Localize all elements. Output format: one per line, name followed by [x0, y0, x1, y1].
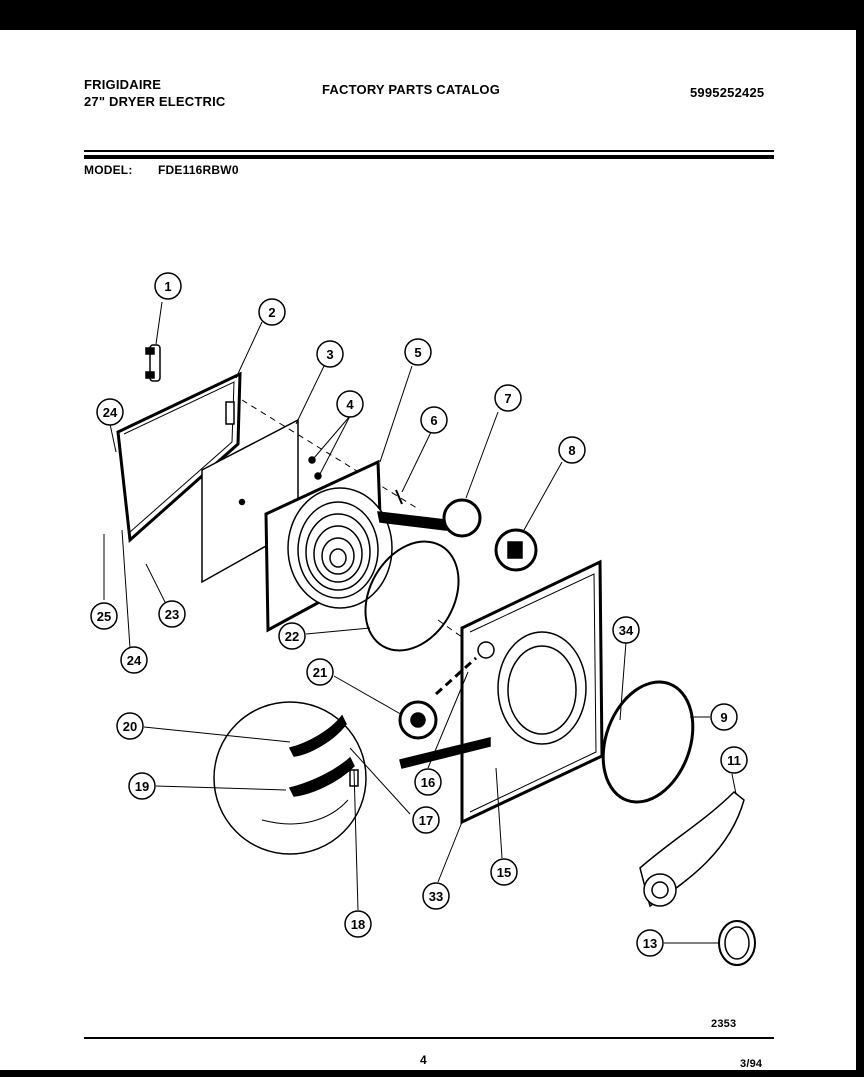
- svg-text:11: 11: [727, 753, 741, 768]
- svg-text:1: 1: [164, 279, 171, 294]
- date-label: 3/94: [740, 1058, 763, 1070]
- part-33-front-panel: [460, 559, 604, 825]
- svg-text:23: 23: [165, 607, 179, 622]
- callout-33: 33: [422, 882, 450, 910]
- svg-text:19: 19: [135, 779, 149, 794]
- part-7-clip-circle: [442, 498, 482, 538]
- part-2-door-panel: [116, 371, 242, 544]
- part-9-front-ring: [601, 680, 695, 804]
- svg-text:34: 34: [619, 623, 634, 638]
- svg-text:8: 8: [568, 443, 575, 458]
- callout-15: 15: [490, 858, 518, 886]
- right-border: [856, 0, 864, 1077]
- part-4-screw-a: [308, 456, 316, 464]
- svg-text:2: 2: [268, 305, 275, 320]
- svg-text:7: 7: [504, 391, 511, 406]
- callout-22: 22: [278, 622, 306, 650]
- callout-1: 1: [154, 272, 182, 300]
- callout-8: 8: [558, 436, 586, 464]
- svg-text:4: 4: [346, 397, 354, 412]
- page-number: 4: [420, 1053, 427, 1067]
- drawing-number: 2353: [711, 1018, 737, 1030]
- callout-25: 25: [90, 602, 118, 630]
- callout-16: 16: [414, 768, 442, 796]
- part-5-door-shell: [264, 459, 393, 633]
- top-border: [0, 0, 864, 30]
- callout-20: 20: [116, 712, 144, 740]
- callout-21: 21: [306, 658, 334, 686]
- detail-inset: [213, 701, 367, 855]
- brand-label: FRIGIDAIRE: [84, 77, 162, 92]
- footer-rule: [84, 1037, 774, 1039]
- model-value: FDE116RBW0: [158, 163, 239, 177]
- callout-34: 34: [612, 616, 640, 644]
- callout-2: 2: [258, 298, 286, 326]
- part-11-duct: [639, 790, 745, 908]
- svg-text:21: 21: [313, 665, 327, 680]
- bottom-border: [0, 1070, 864, 1077]
- callout-7: 7: [494, 384, 522, 412]
- callout-11: 11: [720, 746, 748, 774]
- callout-4: 4: [336, 390, 364, 418]
- callout-9: 9: [710, 703, 738, 731]
- callout-17: 17: [412, 806, 440, 834]
- catalog-title: FACTORY PARTS CATALOG: [322, 82, 501, 97]
- part-22-door-seal: [364, 540, 460, 652]
- svg-text:18: 18: [351, 917, 365, 932]
- callout-18: 18: [344, 910, 372, 938]
- callout-5: 5: [404, 338, 432, 366]
- callout-13: 13: [636, 929, 664, 957]
- svg-text:33: 33: [429, 889, 443, 904]
- callout-23: 23: [158, 600, 186, 628]
- svg-text:5: 5: [414, 345, 421, 360]
- callout-19: 19: [128, 772, 156, 800]
- model-label: MODEL:: [84, 163, 133, 177]
- svg-text:3: 3: [326, 347, 333, 362]
- catalog-number: 5995252425: [690, 85, 765, 100]
- svg-text:15: 15: [497, 865, 511, 880]
- callout-24-bottom: 24: [120, 646, 148, 674]
- callout-24-top: 24: [96, 398, 124, 426]
- part-4-screw-b: [314, 472, 322, 480]
- callout-6: 6: [420, 406, 448, 434]
- svg-text:16: 16: [421, 775, 435, 790]
- part-6-screw: [395, 489, 403, 505]
- part-1-latch: [145, 344, 161, 382]
- callout-3: 3: [316, 340, 344, 368]
- svg-text:24: 24: [127, 653, 142, 668]
- svg-text:6: 6: [430, 413, 437, 428]
- header-rule-thin: [84, 150, 774, 152]
- header-rule-thick: [84, 155, 774, 159]
- product-label: 27" DRYER ELECTRIC: [84, 94, 226, 109]
- svg-text:22: 22: [285, 629, 299, 644]
- svg-text:25: 25: [97, 609, 111, 624]
- svg-text:9: 9: [720, 710, 727, 725]
- svg-text:20: 20: [123, 719, 137, 734]
- svg-text:24: 24: [103, 405, 118, 420]
- svg-text:17: 17: [419, 813, 433, 828]
- svg-text:13: 13: [643, 936, 657, 951]
